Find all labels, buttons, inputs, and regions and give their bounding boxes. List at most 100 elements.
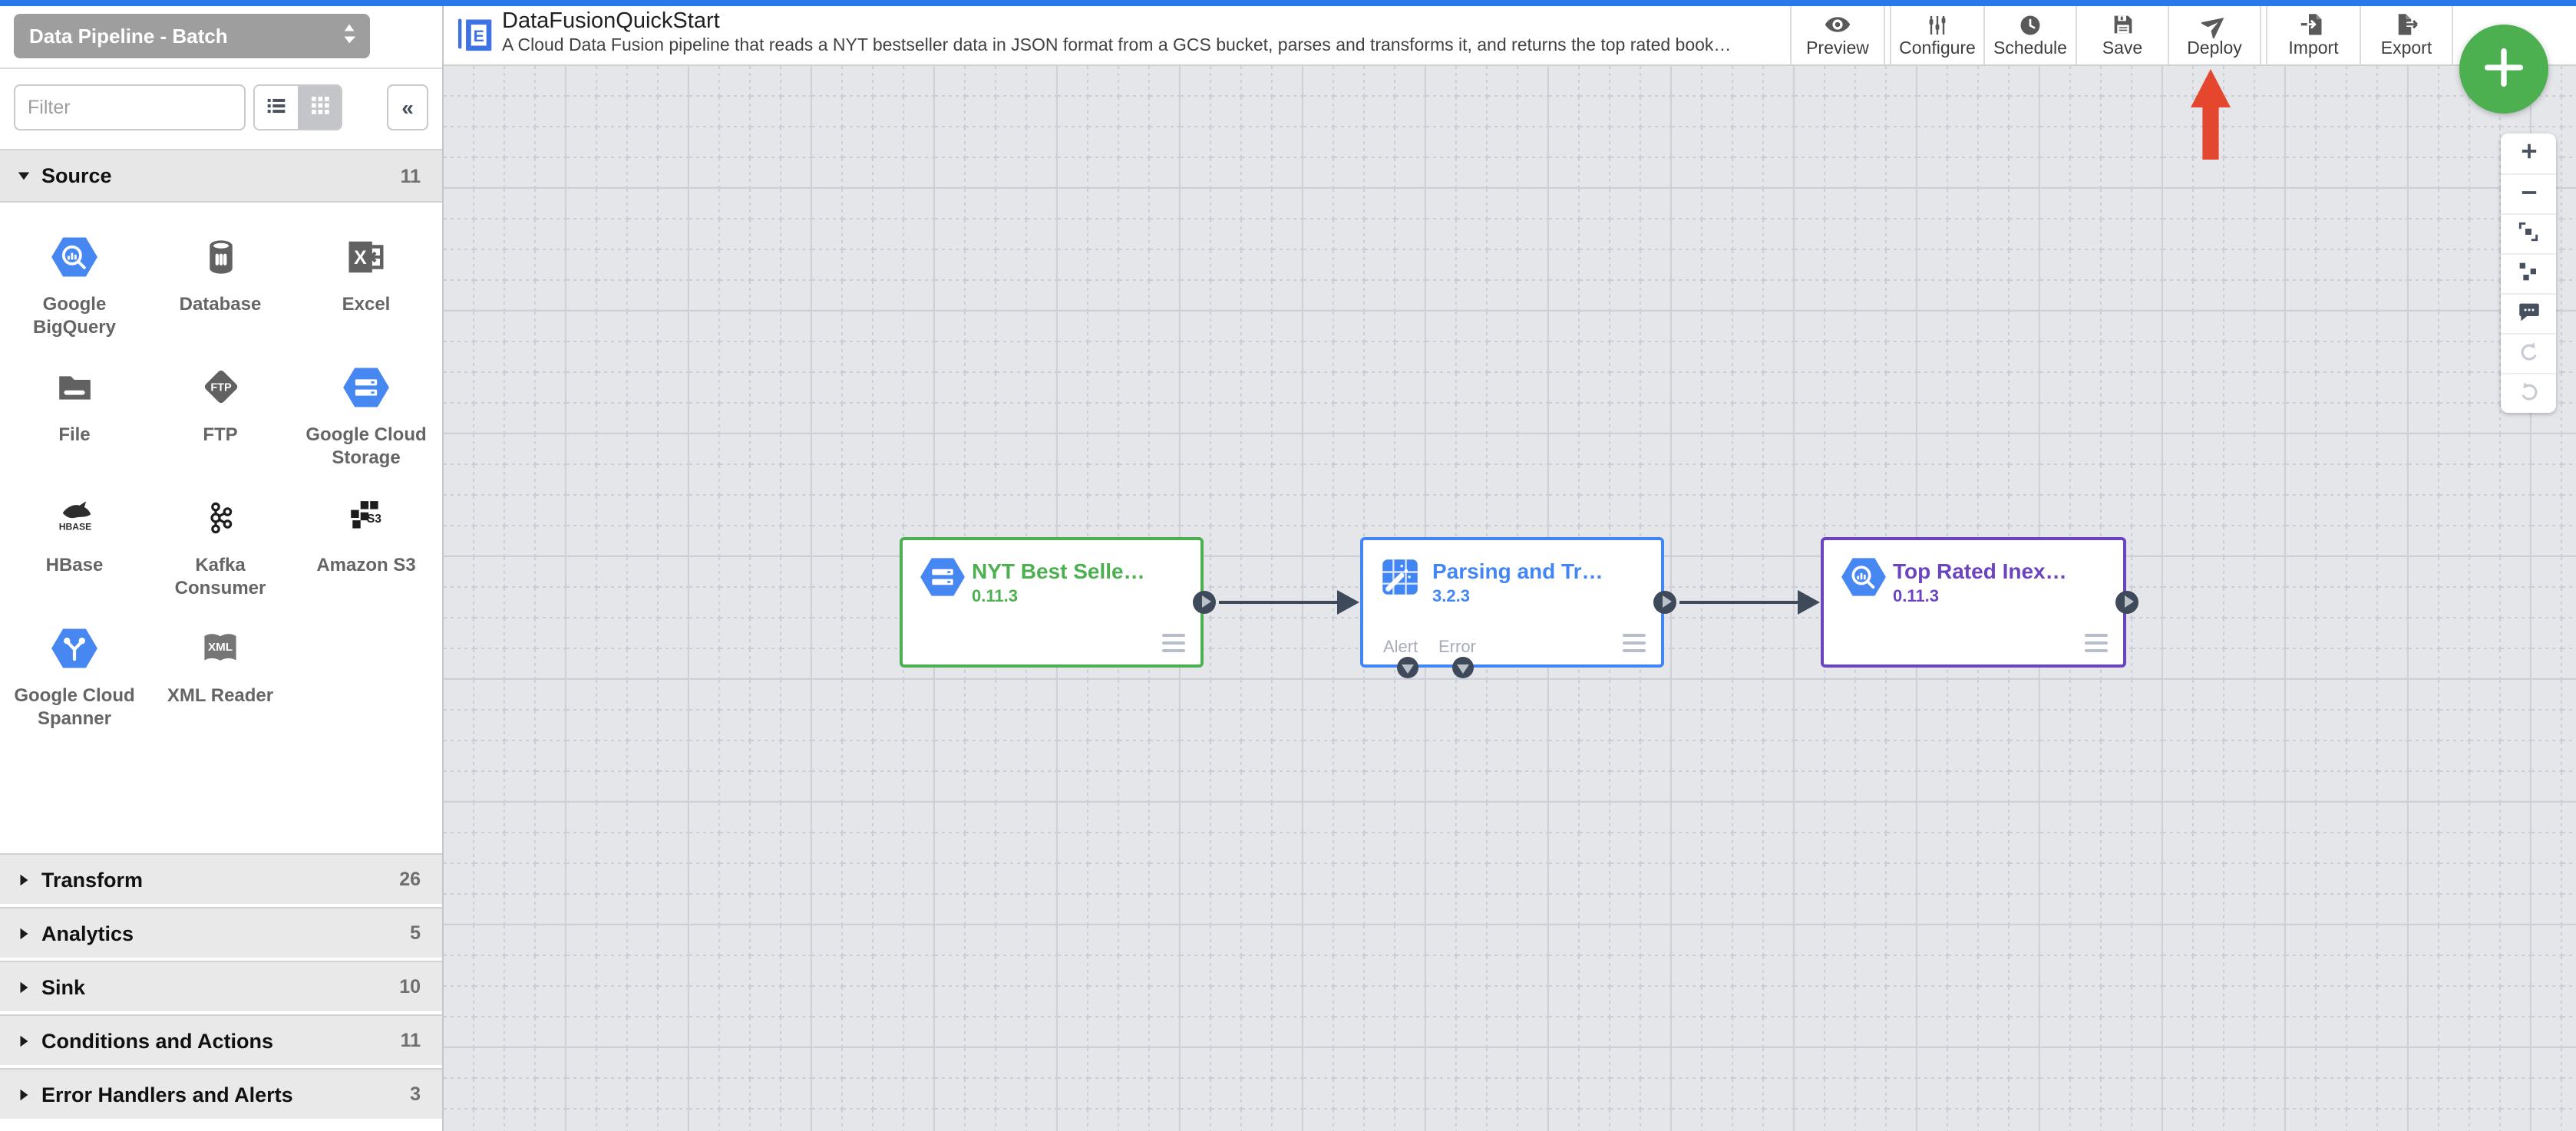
node-nyt-best-sellers[interactable]: NYT Best Selle… 0.11.3: [900, 537, 1216, 668]
node-version: 0.11.3: [972, 588, 1018, 606]
output-port[interactable]: [2115, 590, 2138, 613]
node-title: Top Rated Inex…: [1893, 559, 2067, 583]
section-label: Error Handlers and Alerts: [41, 1083, 293, 1106]
pipeline-canvas[interactable]: NYT Best Selle… 0.11.3 Parsing and Tr… 3…: [444, 66, 2576, 1131]
node-version: 0.11.3: [1893, 588, 1939, 606]
plugin-grid: Google BigQuery Database X Excel File FT…: [0, 203, 442, 853]
alert-port[interactable]: [1397, 657, 1418, 678]
save-button[interactable]: Save: [2076, 6, 2168, 64]
error-port[interactable]: [1452, 657, 1474, 678]
section-count: 3: [410, 1083, 421, 1105]
plugin-sidebar: Data Pipeline - Batch « Source 11 Google…: [0, 6, 444, 1131]
auto-align-button[interactable]: [2501, 253, 2556, 293]
sidebar-section-conditions-and-actions[interactable]: Conditions and Actions 11: [0, 1014, 442, 1065]
sidebar-section-analytics[interactable]: Analytics 5: [0, 907, 442, 958]
output-port[interactable]: [1193, 590, 1216, 613]
node-parsing-and-transforming[interactable]: Parsing and Tr… 3.2.3 Alert Error: [1360, 537, 1676, 678]
toolbar-label: Schedule: [1993, 40, 2067, 58]
wrangler-icon: [1380, 557, 1420, 597]
plugin-label: Google Cloud Spanner: [14, 684, 135, 729]
preview-button[interactable]: Preview: [1792, 6, 1884, 64]
filter-input[interactable]: [14, 84, 246, 130]
comment-icon: [2515, 298, 2541, 329]
plugin-google-cloud-spanner[interactable]: Google Cloud Spanner: [2, 620, 147, 730]
node-top-rated-inexpensive[interactable]: Top Rated Inex… 0.11.3: [1821, 537, 2138, 668]
floppy-icon: [2110, 11, 2135, 38]
plugin-file[interactable]: File: [2, 359, 147, 470]
error-port-label: Error: [1438, 638, 1476, 657]
list-view-button[interactable]: [255, 86, 298, 129]
bigquery-icon: [1841, 557, 1887, 597]
list-icon: [264, 93, 289, 122]
plugin-label: FTP: [203, 424, 238, 445]
import-file-icon: [2298, 11, 2329, 38]
plugin-label: Google Cloud Storage: [305, 424, 427, 468]
svg-text:E: E: [474, 28, 484, 45]
output-port[interactable]: [1653, 590, 1676, 613]
caret-down-icon: [17, 169, 31, 183]
node-menu-icon[interactable]: [2085, 633, 2108, 652]
excel-icon: X: [345, 229, 387, 284]
pipeline-type-select[interactable]: Data Pipeline - Batch: [14, 14, 370, 58]
connection-node2-node3: [1679, 590, 1820, 615]
caret-right-icon: [17, 1087, 31, 1101]
toolbar-group-preview: Preview: [1790, 6, 1885, 64]
sidebar-section-transform[interactable]: Transform 26: [0, 853, 442, 904]
sidebar-section-sink[interactable]: Sink 10: [0, 961, 442, 1011]
undo-button[interactable]: [2501, 333, 2556, 373]
plugin-google-bigquery[interactable]: Google BigQuery: [2, 229, 147, 339]
node-title: Parsing and Tr…: [1432, 559, 1603, 583]
redo-button[interactable]: [2501, 373, 2556, 413]
sidebar-section-source[interactable]: Source 11: [0, 149, 442, 203]
connection-node1-node2: [1219, 590, 1359, 615]
paper-plane-icon: [2201, 11, 2228, 38]
pipeline-type-value: Data Pipeline - Batch: [29, 25, 228, 48]
plugin-google-cloud-storage[interactable]: Google Cloud Storage: [293, 359, 439, 470]
plugin-label: Google BigQuery: [32, 293, 116, 338]
collapse-sidebar-button[interactable]: «: [387, 84, 428, 130]
plugin-database[interactable]: Database: [147, 229, 293, 339]
plugin-ftp[interactable]: FTP FTP: [147, 359, 293, 470]
database-icon: [200, 229, 240, 284]
add-entity-button[interactable]: [2459, 25, 2548, 114]
pipeline-title: DataFusionQuickStart: [502, 9, 720, 34]
plugin-amazon-s3[interactable]: S3 Amazon S3: [293, 490, 439, 600]
canvas-zoom-panel: [2501, 134, 2556, 413]
undo-icon: [2515, 338, 2541, 369]
node-menu-icon[interactable]: [1623, 633, 1646, 652]
node-menu-icon[interactable]: [1162, 633, 1185, 652]
s3-icon: S3: [344, 490, 388, 545]
configure-button[interactable]: Configure: [1891, 6, 1983, 64]
comment-button[interactable]: [2501, 293, 2556, 333]
plugin-excel[interactable]: X Excel: [293, 229, 439, 339]
filter-row: «: [0, 69, 442, 149]
fit-to-screen-button[interactable]: [2501, 213, 2556, 253]
grid-view-button[interactable]: [298, 86, 341, 129]
plugin-xml-reader[interactable]: XML XML Reader: [147, 620, 293, 730]
deploy-button[interactable]: Deploy: [2168, 6, 2260, 64]
sidebar-section-error-handlers-and-alerts[interactable]: Error Handlers and Alerts 3: [0, 1068, 442, 1119]
select-arrows-icon: [342, 21, 356, 51]
spanner-icon: [51, 620, 98, 675]
svg-text:HBASE: HBASE: [58, 521, 91, 532]
section-label: Analytics: [41, 922, 134, 945]
section-label: Transform: [41, 868, 144, 891]
schedule-button[interactable]: Schedule: [1983, 6, 2076, 64]
deploy-annotation-arrow: [2191, 69, 2231, 160]
pipeline-type-row: Data Pipeline - Batch: [0, 6, 442, 69]
zoom-in-button[interactable]: [2501, 134, 2556, 173]
kafka-icon: [202, 490, 239, 545]
ftp-icon: FTP: [199, 359, 242, 414]
import-button[interactable]: Import: [2267, 6, 2360, 64]
plugin-label: Excel: [342, 293, 391, 315]
zoom-out-button[interactable]: [2501, 173, 2556, 213]
view-toggle: [253, 84, 342, 130]
plugin-hbase[interactable]: HBASE HBase: [2, 490, 147, 600]
section-count: 10: [399, 976, 421, 997]
plugin-kafka-consumer[interactable]: Kafka Consumer: [147, 490, 293, 600]
node-meta: NYT Best Selle… 0.11.3: [972, 559, 1145, 606]
sliders-icon: [1925, 11, 1950, 38]
clock-icon: [2017, 11, 2043, 38]
plugin-label: File: [58, 424, 91, 445]
export-button[interactable]: Export: [2360, 6, 2452, 64]
